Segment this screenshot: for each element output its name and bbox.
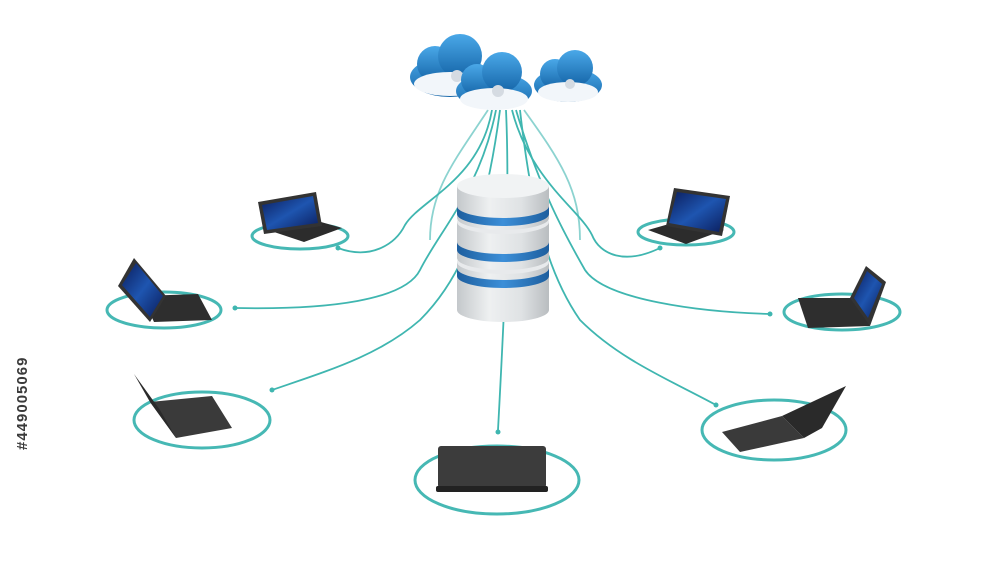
cloud-icon bbox=[534, 50, 602, 102]
stock-image-id: #449005069 bbox=[14, 356, 31, 450]
laptop-bottom bbox=[413, 444, 581, 516]
laptop-lower-right bbox=[700, 386, 848, 462]
database-server-icon bbox=[457, 174, 549, 322]
cloud-icon bbox=[456, 52, 532, 110]
cable-to-laptop-top-left bbox=[337, 109, 493, 254]
laptop-lower-left bbox=[132, 374, 272, 450]
laptop-mid-left bbox=[105, 258, 223, 330]
laptop-top-right bbox=[636, 188, 736, 247]
cable-to-laptop-lower-right bbox=[519, 109, 717, 406]
cable-endpoints bbox=[232, 245, 773, 435]
laptop-top-left bbox=[250, 192, 350, 251]
cable-to-laptop-mid-right bbox=[515, 109, 771, 315]
cloud-group bbox=[410, 34, 602, 110]
laptop-mid-right bbox=[782, 266, 902, 332]
cable-to-laptop-mid-left bbox=[234, 109, 497, 310]
